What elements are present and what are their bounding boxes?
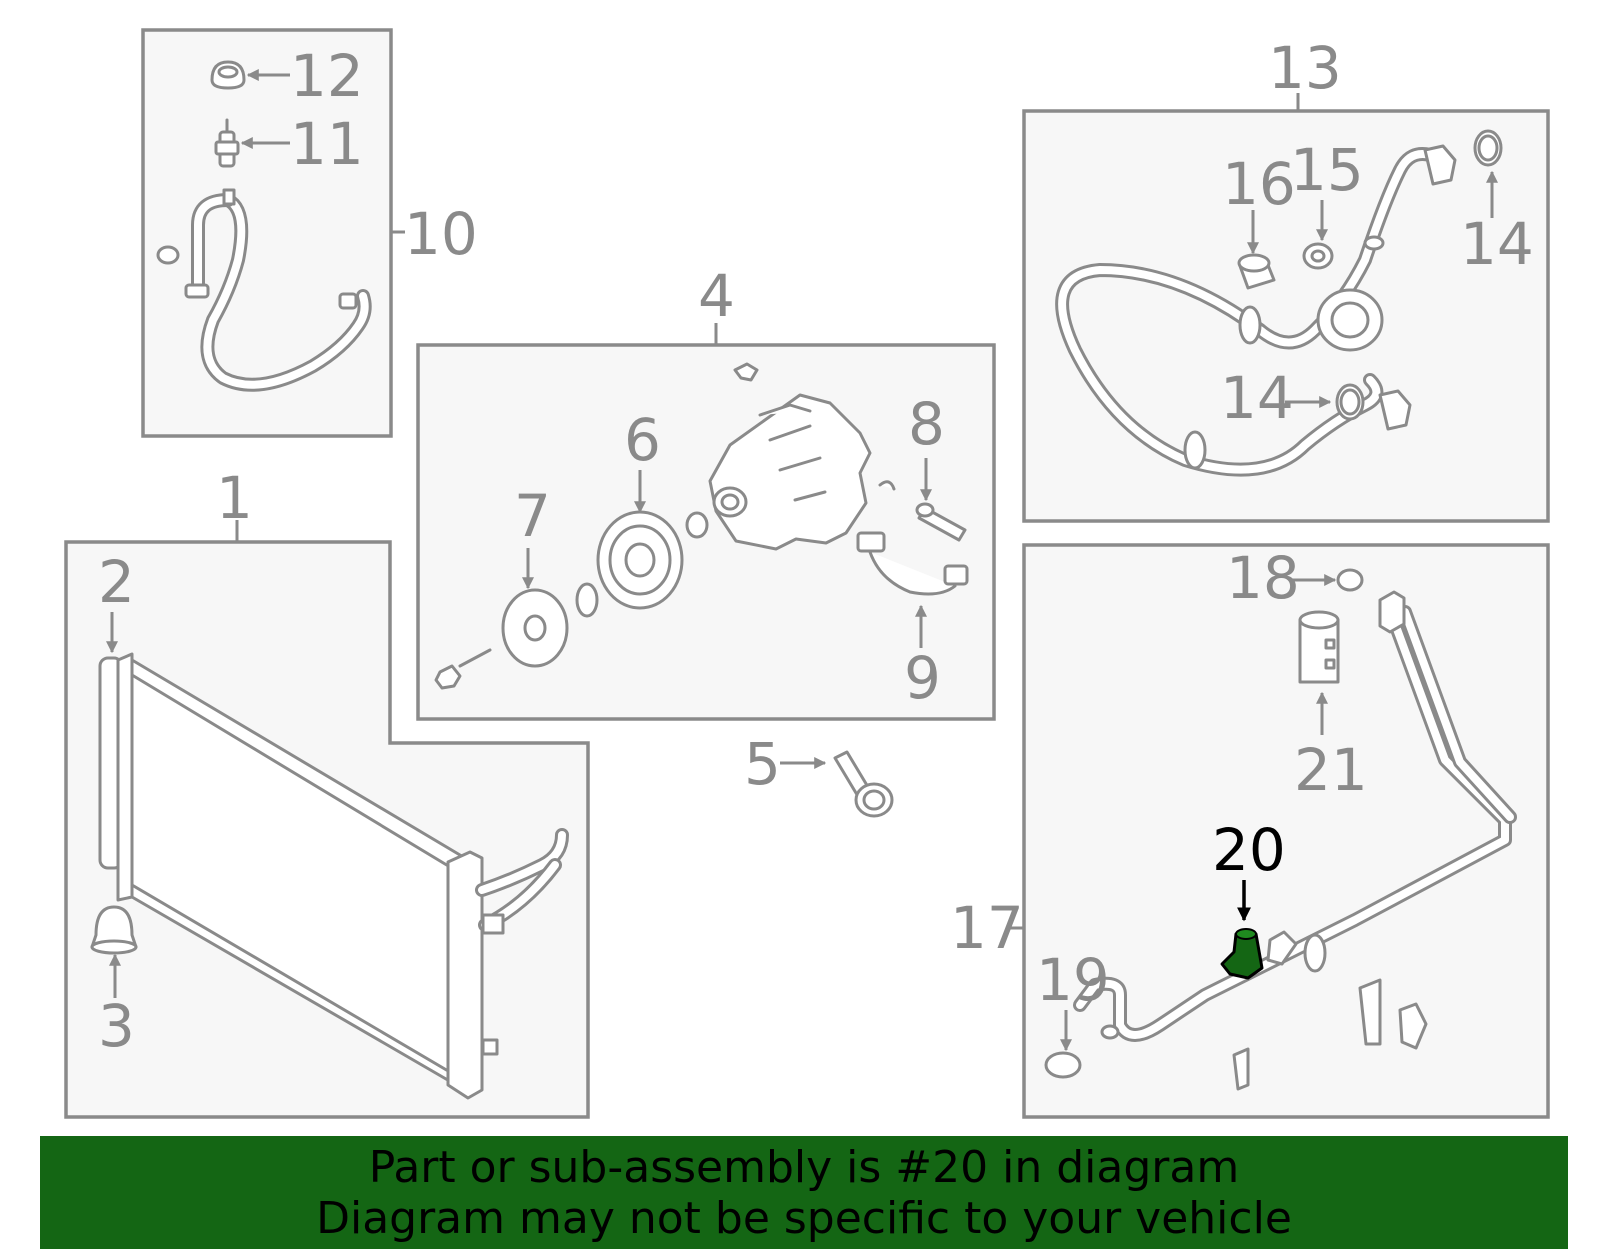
part-18-oring[interactable] — [1336, 568, 1364, 592]
part-4-compressor[interactable] — [708, 362, 872, 551]
group-1-panel — [64, 520, 590, 1119]
callout-4: 4 — [698, 262, 735, 330]
part-21-expansion-valve[interactable] — [1298, 610, 1340, 684]
part-3-bushing[interactable] — [90, 905, 138, 955]
banner-line-1: Part or sub-assembly is #20 in diagram — [368, 1141, 1240, 1193]
info-banner: Part or sub-assembly is #20 in diagram D… — [40, 1136, 1568, 1249]
callout-16: 16 — [1222, 150, 1296, 218]
part-12-cap[interactable] — [210, 60, 246, 90]
callout-11: 11 — [290, 110, 364, 178]
clutch-bolt[interactable] — [434, 648, 492, 690]
part-11-valve[interactable] — [214, 118, 240, 168]
part-14-oring-bottom[interactable] — [1335, 383, 1365, 421]
callout-7: 7 — [514, 482, 551, 550]
part-19-oring[interactable] — [1044, 1051, 1082, 1079]
callout-1: 1 — [216, 464, 253, 532]
callout-3: 3 — [98, 992, 135, 1060]
callout-8: 8 — [908, 390, 945, 458]
part-14-oring-top[interactable] — [1473, 129, 1503, 167]
callout-10: 10 — [404, 200, 478, 268]
callout-14-top: 14 — [1460, 210, 1534, 278]
callout-14-bottom: 14 — [1220, 364, 1294, 432]
part-16-cap[interactable] — [1237, 253, 1276, 290]
part-17-liquid-line[interactable] — [1073, 590, 1517, 1091]
callout-20: 20 — [1212, 816, 1286, 884]
callout-12: 12 — [290, 42, 364, 110]
callout-17: 17 — [950, 894, 1024, 962]
group-13-panel — [1022, 93, 1550, 523]
group-4-panel — [416, 323, 996, 721]
part-10-hose[interactable] — [156, 188, 372, 392]
part-20-highlighted[interactable] — [1220, 928, 1264, 980]
callout-21: 21 — [1294, 736, 1368, 804]
callout-2: 2 — [98, 548, 135, 616]
callout-19: 19 — [1036, 946, 1110, 1014]
callout-9: 9 — [904, 644, 941, 712]
group-10-panel — [141, 28, 405, 438]
callout-labels: 1 2 3 4 5 6 7 8 9 10 11 12 13 14 14 15 1… — [98, 34, 1534, 1060]
callout-18: 18 — [1226, 544, 1300, 612]
part-1-condenser[interactable] — [98, 652, 569, 1100]
part-15-cap[interactable] — [1302, 242, 1334, 270]
callout-15: 15 — [1290, 136, 1364, 204]
banner-line-2: Diagram may not be specific to your vehi… — [316, 1192, 1292, 1244]
callout-6: 6 — [624, 406, 661, 474]
callout-5: 5 — [744, 730, 781, 798]
callout-13: 13 — [1268, 34, 1342, 102]
part-9-wire-harness[interactable] — [856, 531, 969, 596]
part-5-bolt[interactable] — [833, 750, 894, 818]
group-17-panel — [1010, 543, 1550, 1119]
part-8-sensor[interactable] — [878, 480, 967, 542]
part-7-clutch-plate[interactable] — [501, 582, 599, 668]
